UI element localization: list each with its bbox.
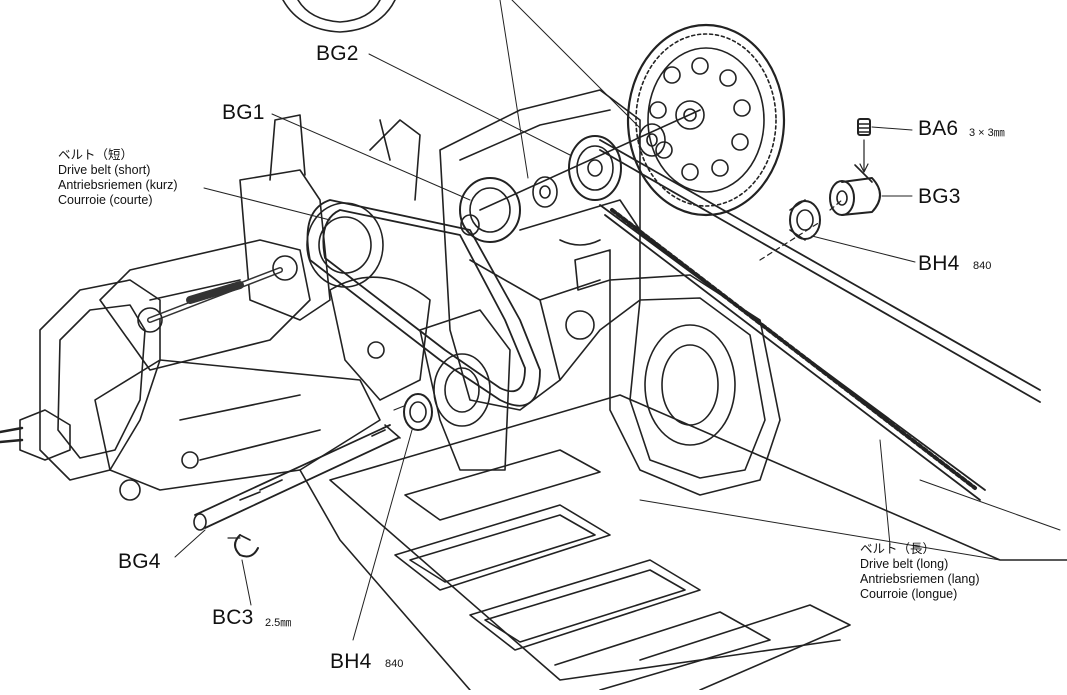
bearing-bh4-right bbox=[789, 199, 821, 241]
suspension-arm bbox=[94, 239, 381, 491]
floor-cutouts bbox=[394, 449, 851, 691]
spur-gear bbox=[626, 23, 786, 217]
short-drive-belt bbox=[306, 199, 541, 407]
label-ba6: BA6 bbox=[918, 117, 959, 140]
note-short-belt: ベルト（短） Drive belt (short) Antriebsriemen… bbox=[58, 148, 177, 208]
background-lines bbox=[639, 479, 1061, 561]
note-long-belt: ベルト（長） Drive belt (long) Antriebsriemen … bbox=[860, 542, 980, 602]
label-bg1: BG1 bbox=[222, 101, 265, 124]
label-bh4-bottom: BH4 bbox=[330, 650, 372, 673]
bearing-bh4-bottom bbox=[403, 393, 433, 431]
front-bulkhead bbox=[239, 114, 511, 471]
chassis-plate bbox=[329, 394, 1067, 681]
leader-lines bbox=[174, 0, 916, 641]
wheel-partial bbox=[282, 0, 396, 33]
note-short-belt-fr: Courroie (courte) bbox=[58, 193, 153, 207]
label-bg4: BG4 bbox=[118, 550, 161, 573]
note-long-belt-ja: ベルト（長） bbox=[860, 542, 936, 556]
hub-carrier bbox=[0, 279, 199, 501]
note-short-belt-ja: ベルト（短） bbox=[58, 148, 134, 162]
pulley-assembly bbox=[459, 109, 701, 243]
note-long-belt-en: Drive belt (long) bbox=[860, 557, 949, 571]
label-ba6-size: 3 × 3㎜ bbox=[969, 127, 1005, 139]
label-bh4-right-size: 840 bbox=[973, 260, 992, 272]
note-long-belt-de: Antriebsriemen (lang) bbox=[860, 572, 980, 586]
note-long-belt-fr: Courroie (longue) bbox=[860, 587, 958, 601]
label-bh4-bottom-size: 840 bbox=[385, 658, 404, 670]
note-short-belt-de: Antriebsriemen (kurz) bbox=[58, 178, 178, 192]
motor-mount-plate bbox=[609, 274, 781, 496]
label-bg3: BG3 bbox=[918, 185, 961, 208]
turnbuckle bbox=[137, 255, 298, 333]
note-short-belt-en: Drive belt (short) bbox=[58, 163, 151, 177]
label-bg2: BG2 bbox=[316, 42, 359, 65]
drive-shaft-bg4 bbox=[193, 424, 401, 531]
collar-bg3 bbox=[829, 164, 881, 216]
label-bc3-size: 2.5㎜ bbox=[265, 617, 292, 629]
long-drive-belt bbox=[599, 139, 1041, 501]
set-screw-ba6 bbox=[857, 118, 871, 136]
e-clip-bc3 bbox=[234, 534, 259, 558]
assembly-arrows bbox=[227, 139, 869, 539]
label-bc3: BC3 bbox=[212, 606, 254, 629]
label-bh4-right: BH4 bbox=[918, 252, 960, 275]
